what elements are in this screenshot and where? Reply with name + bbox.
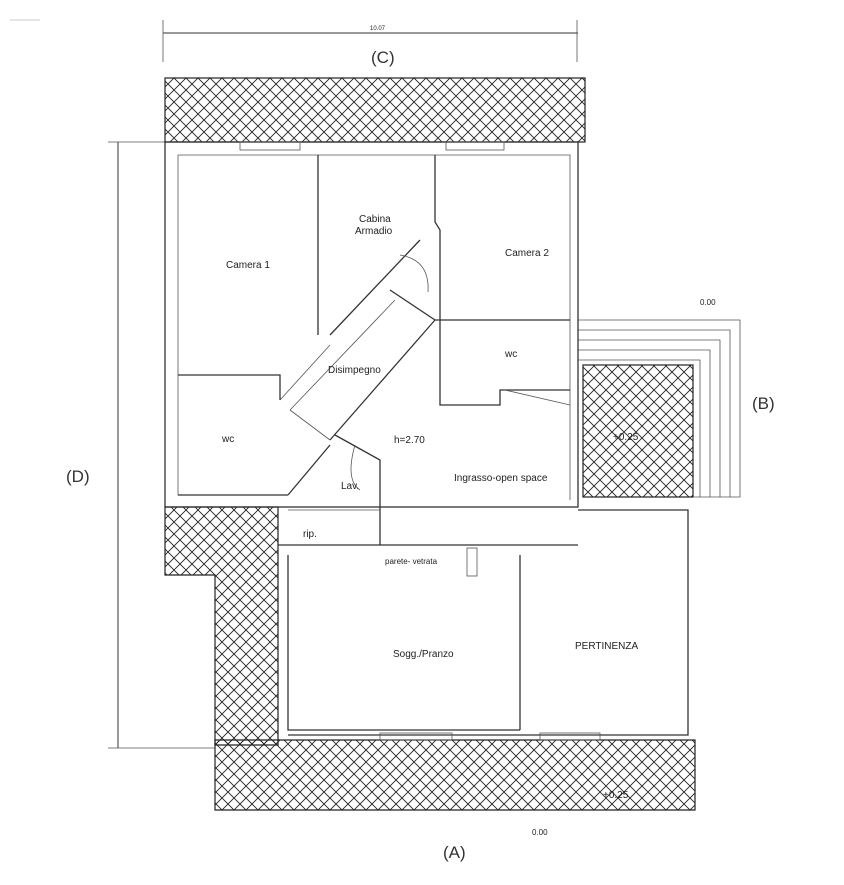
room-label-lav: Lav. (341, 481, 359, 492)
walls (164, 141, 689, 741)
terrace-south (214, 739, 696, 811)
terrace-north (164, 77, 586, 143)
room-label-wc-right: wc (504, 349, 517, 360)
room-label-camera-2: Camera 2 (505, 248, 549, 259)
room-label-soggiorno: Sogg./Pranzo (393, 649, 454, 660)
room-label-armadio: Armadio (355, 226, 393, 237)
room-label-cabina: Cabina (359, 214, 391, 225)
room-label-camera-1: Camera 1 (226, 260, 270, 271)
ceiling-height-note: h=2.70 (394, 435, 425, 446)
room-label-wc-left: wc (221, 434, 234, 445)
terrace-west (164, 506, 279, 746)
level-label-south-terrace: +0.25 (603, 790, 629, 801)
side-label-a: (A) (443, 843, 466, 862)
side-label-b: (B) (752, 394, 775, 413)
level-label-east-ground: 0.00 (700, 298, 716, 307)
top-dimension: 10.07 (162, 20, 578, 62)
room-label-disimpegno: Disimpegno (328, 365, 381, 376)
east-steps (578, 319, 741, 498)
dimension-label: 10.07 (370, 26, 386, 32)
room-label-ingresso: Ingrasso-open space (454, 473, 548, 484)
side-label-d: (D) (66, 467, 90, 486)
label-parete-vetrata: parete- vetrata (385, 557, 438, 566)
terrace-east (582, 364, 694, 498)
level-label-east-terrace: +0.25 (613, 432, 639, 443)
left-dimension (108, 141, 215, 749)
side-label-c: (C) (371, 48, 395, 67)
room-label-rip: rip. (303, 529, 317, 540)
room-label-pertinenza: PERTINENZA (575, 641, 638, 652)
level-label-south-ground: 0.00 (532, 828, 548, 837)
